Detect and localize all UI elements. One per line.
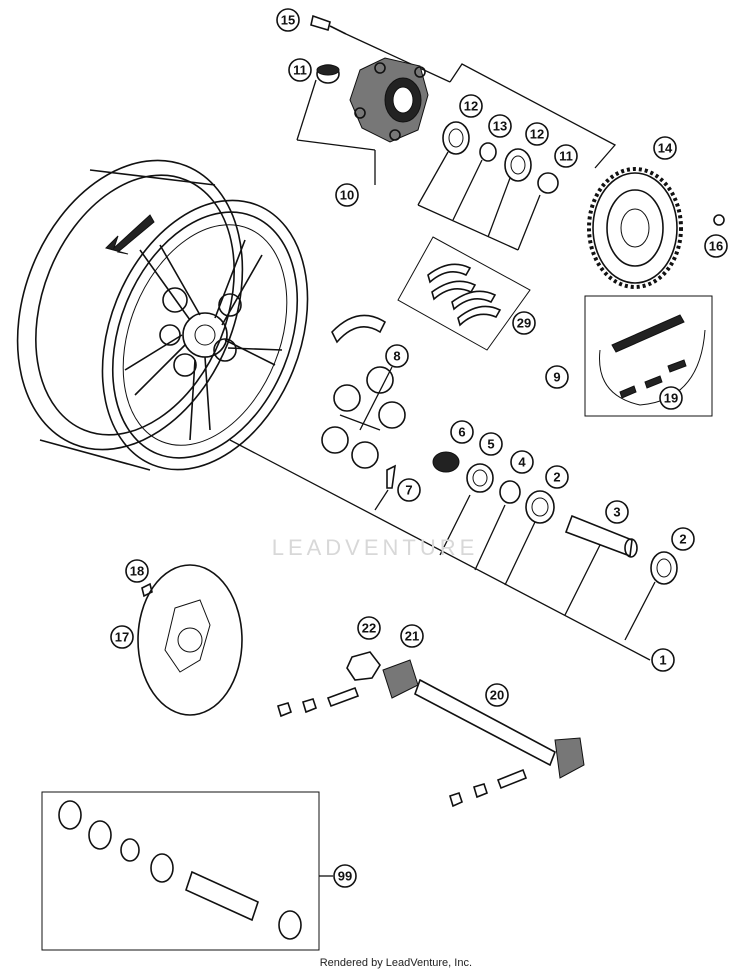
callout-labels: 1511101213121114162991987654232118172221… xyxy=(110,8,728,888)
svg-text:9: 9 xyxy=(553,370,560,385)
callout-13: 13 xyxy=(488,114,512,138)
svg-text:11: 11 xyxy=(293,63,307,78)
callout-5: 5 xyxy=(479,432,503,456)
callout-2: 2 xyxy=(671,527,695,551)
watermark: LEADVENTURE xyxy=(271,535,479,560)
bearing-kit-box xyxy=(41,791,333,951)
callout-11: 11 xyxy=(288,58,312,82)
callout-4: 4 xyxy=(510,450,534,474)
svg-text:6: 6 xyxy=(458,425,465,440)
callout-18: 18 xyxy=(125,559,149,583)
callout-21: 21 xyxy=(400,624,424,648)
svg-text:21: 21 xyxy=(405,629,419,644)
sprocket-carrier xyxy=(349,57,429,143)
bearing-set-lower xyxy=(432,451,555,524)
svg-text:4: 4 xyxy=(518,455,526,470)
svg-text:2: 2 xyxy=(553,470,560,485)
callout-16: 16 xyxy=(704,234,728,258)
callout-1: 1 xyxy=(651,648,675,672)
rear-sprocket xyxy=(587,167,683,289)
svg-text:17: 17 xyxy=(115,630,129,645)
svg-text:12: 12 xyxy=(530,127,544,142)
rubber-dampers-box xyxy=(397,236,531,351)
callout-7: 7 xyxy=(397,478,421,502)
callout-3: 3 xyxy=(605,500,629,524)
svg-text:7: 7 xyxy=(405,483,412,498)
brake-disc xyxy=(137,564,243,716)
svg-text:12: 12 xyxy=(464,99,478,114)
svg-text:15: 15 xyxy=(281,13,295,28)
bearing-set-upper xyxy=(442,121,559,194)
svg-text:19: 19 xyxy=(664,391,678,406)
svg-text:29: 29 xyxy=(517,316,531,331)
svg-text:13: 13 xyxy=(493,119,507,134)
callout-19: 19 xyxy=(659,386,683,410)
spacer-tube xyxy=(564,514,638,616)
svg-text:11: 11 xyxy=(559,149,573,164)
callout-12: 12 xyxy=(525,122,549,146)
callout-6: 6 xyxy=(450,420,474,444)
svg-text:20: 20 xyxy=(490,688,504,703)
callout-20: 20 xyxy=(485,683,509,707)
callout-11: 11 xyxy=(554,144,578,168)
svg-text:14: 14 xyxy=(658,141,673,156)
callout-22: 22 xyxy=(357,616,381,640)
svg-text:1: 1 xyxy=(659,653,666,668)
svg-text:10: 10 xyxy=(340,188,354,203)
svg-text:2: 2 xyxy=(679,532,686,547)
callout-29: 29 xyxy=(512,311,536,335)
callout-99: 99 xyxy=(333,864,357,888)
rubber-spacers xyxy=(321,366,406,469)
callout-12: 12 xyxy=(459,94,483,118)
chain-box xyxy=(584,295,713,417)
svg-text:5: 5 xyxy=(487,437,494,452)
credit-text: Rendered by LeadVenture, Inc. xyxy=(319,957,472,969)
valve-stem xyxy=(310,14,451,83)
svg-text:16: 16 xyxy=(709,239,723,254)
callout-9: 9 xyxy=(545,365,569,389)
svg-text:18: 18 xyxy=(130,564,144,579)
callout-10: 10 xyxy=(335,183,359,207)
callout-2: 2 xyxy=(545,465,569,489)
svg-text:8: 8 xyxy=(393,349,400,364)
callout-14: 14 xyxy=(653,136,677,160)
svg-text:22: 22 xyxy=(362,621,376,636)
svg-text:3: 3 xyxy=(613,505,620,520)
callout-15: 15 xyxy=(276,8,300,32)
rear-axle xyxy=(414,678,585,779)
svg-text:99: 99 xyxy=(338,869,352,884)
callout-17: 17 xyxy=(110,625,134,649)
rear-wheel xyxy=(16,159,309,471)
callout-8: 8 xyxy=(385,344,409,368)
